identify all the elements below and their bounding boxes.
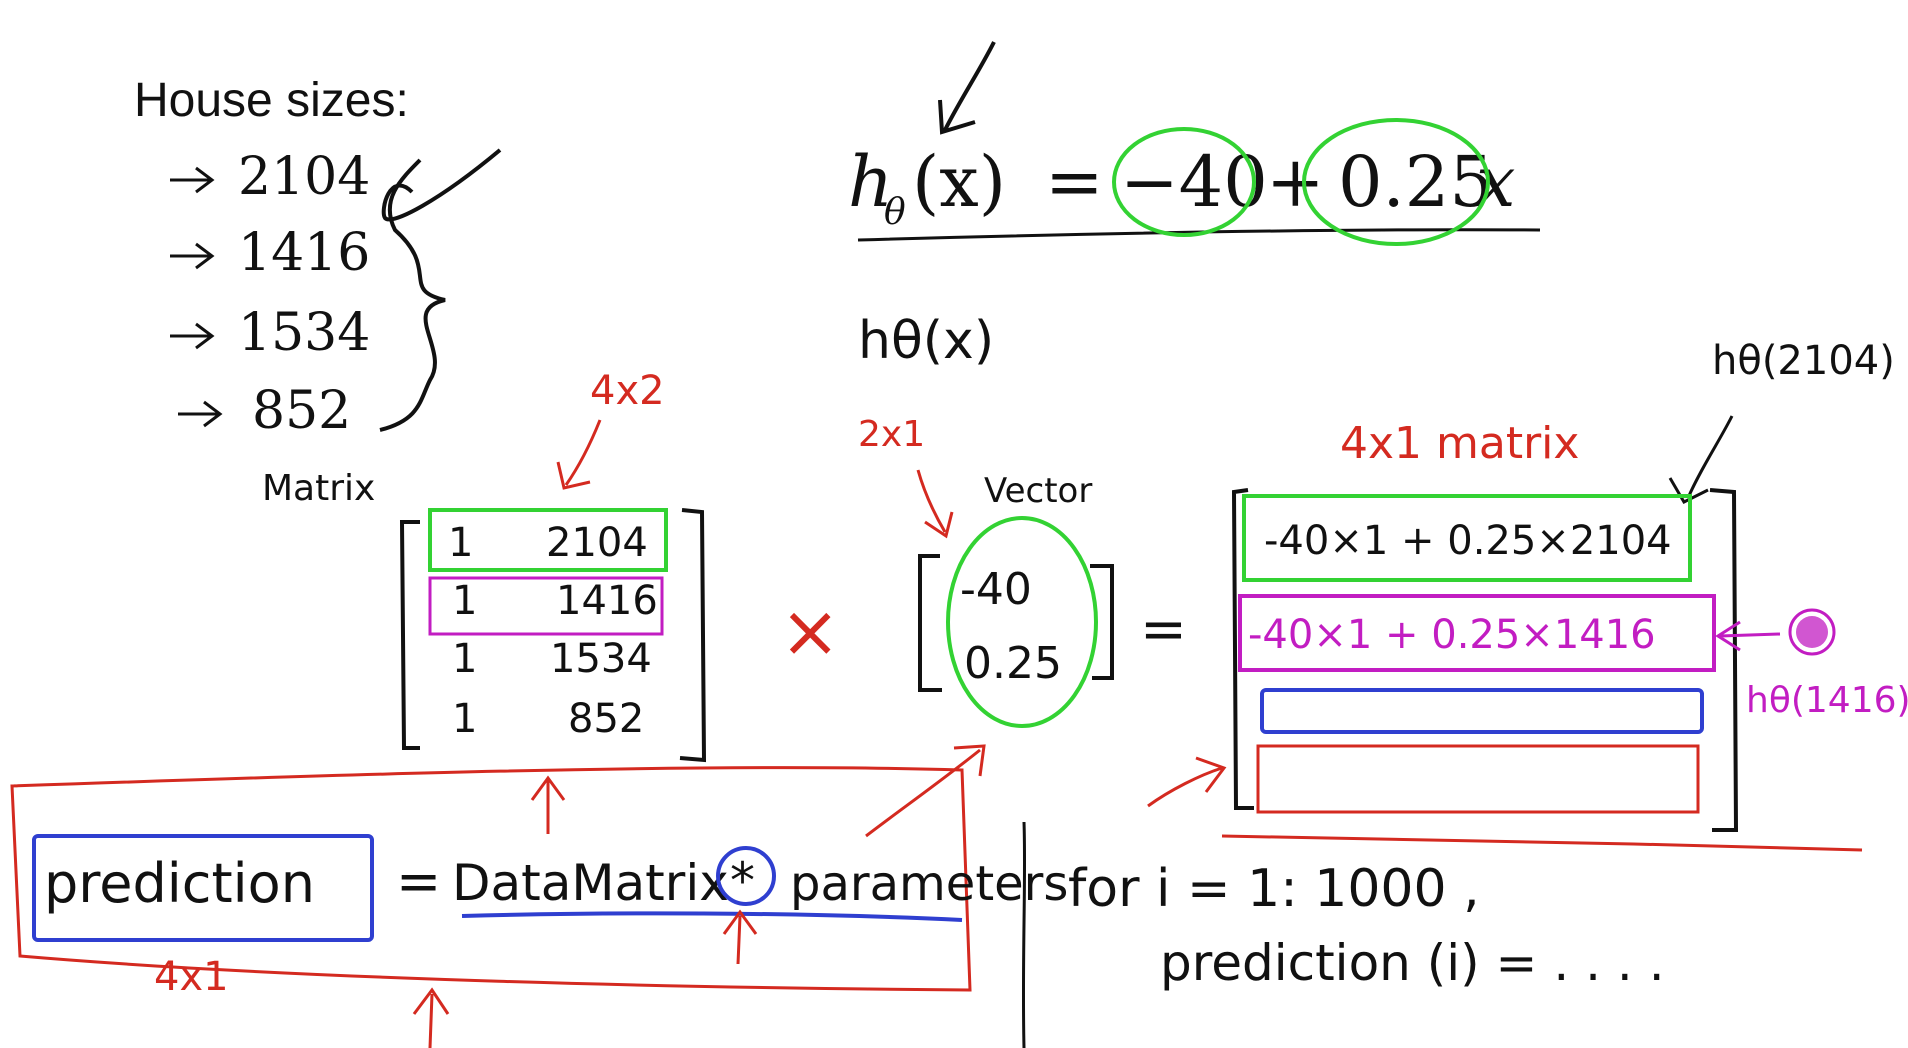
code-size-note: 4x1: [154, 954, 229, 1000]
data-matrix-cell: 1: [448, 520, 473, 566]
result-annotation-side: hθ(1416): [1746, 680, 1908, 721]
data-matrix-cell: 852: [568, 696, 644, 742]
prediction-box: [32, 834, 374, 942]
result-row1-highlight: [1242, 494, 1692, 582]
handwritten-hypothesis: hθ(x): [858, 311, 994, 371]
code-star: *: [730, 852, 755, 910]
data-matrix-cell: 2104: [546, 520, 648, 566]
code-underline: [461, 911, 963, 922]
hypothesis-theta-subscript: θ: [884, 192, 906, 233]
param-vector-value: -40: [960, 564, 1032, 615]
result-matrix-label: 4x1 matrix: [1340, 418, 1579, 469]
result-row2-pointer-arrow: [1715, 620, 1781, 652]
theta1-circle: [1302, 118, 1490, 246]
hypothesis-x-paren: (x): [912, 141, 1006, 223]
scribble-mark: [381, 148, 502, 222]
data-matrix-cells: 1 2104 1 1416 1 1534 1 852: [448, 520, 658, 742]
house-size-arrows: [170, 166, 223, 428]
equals-operator: =: [1140, 597, 1187, 662]
result-matrix-underline: [1221, 834, 1863, 852]
multiply-star-circle: [716, 846, 776, 906]
hypothesis-equals: =: [1045, 141, 1104, 223]
result-annotation-top-arrow: [1668, 415, 1734, 504]
result-row2-highlight: [1238, 594, 1716, 672]
data-matrix-cell: 1: [452, 578, 477, 624]
loop-line2: prediction (i) = . . . .: [1160, 934, 1665, 992]
param-vector-label: Vector: [984, 471, 1092, 511]
result-row2-expression: -40×1 + 0.25×1416: [1248, 612, 1656, 658]
data-matrix-cell: 1: [452, 696, 477, 742]
code-equals: =: [396, 850, 441, 913]
code-outer-box: [10, 766, 972, 992]
data-matrix-right-bracket: [679, 508, 707, 763]
hypothesis-formula: h θ (x) = −40 + 0.25 x: [848, 141, 1515, 233]
param-vector-circle: [946, 516, 1098, 728]
result-row3-empty: [1260, 688, 1704, 734]
vertical-divider: [1021, 821, 1027, 1048]
house-size-4: 852: [252, 381, 351, 441]
data-matrix-size-arrow: [556, 419, 602, 490]
loop-line1: for i = 1: 1000 ,: [1068, 859, 1480, 919]
param-vector-value: 0.25: [964, 638, 1062, 689]
result-matrix-right-bracket: [1709, 488, 1739, 832]
data-matrix-cell: 1416: [556, 578, 658, 624]
param-vector-size: 2x1: [858, 414, 925, 455]
data-matrix-row1-highlight: [428, 508, 668, 572]
result-row2-dot-icon: [1796, 616, 1828, 648]
code-data-matrix: DataMatrix: [452, 854, 729, 912]
multiply-operator: ×: [780, 589, 840, 673]
result-matrix-arrow: [1147, 756, 1227, 808]
hypothesis-theta1-value: 0.25: [1338, 141, 1494, 223]
hypothesis-x: x: [1476, 141, 1515, 223]
result-row1-expression: -40×1 + 0.25×2104: [1264, 518, 1672, 564]
house-size-1: 2104: [238, 147, 370, 207]
param-vector-left-bracket: [918, 554, 942, 692]
result-row4-empty: [1256, 744, 1700, 814]
param-vector-size-arrow: [916, 469, 954, 539]
code-arrows: [412, 744, 986, 1048]
result-row2-dot-ring: [1788, 608, 1836, 656]
data-matrix-row2-highlight: [428, 576, 664, 636]
data-matrix-cell: 1534: [550, 636, 652, 682]
house-size-2: 1416: [238, 223, 370, 283]
house-size-3: 1534: [238, 303, 370, 363]
result-matrix-left-bracket: [1231, 488, 1254, 810]
result-annotation-top: hθ(2104): [1712, 338, 1895, 384]
data-matrix-left-bracket: [399, 520, 420, 750]
theta0-circle: [1112, 127, 1256, 237]
code-prediction: prediction: [44, 852, 315, 915]
param-vector-right-bracket: [1090, 564, 1114, 680]
data-matrix-label: Matrix: [262, 468, 375, 509]
hypothesis-h: h: [848, 141, 893, 223]
data-matrix-cell: 1: [452, 636, 477, 682]
pointer-arrow-icon: [938, 41, 996, 135]
house-sizes-brace: [379, 158, 446, 432]
code-parameters: parameters: [790, 856, 1068, 912]
house-sizes-title: House sizes:: [134, 74, 409, 127]
data-matrix-size: 4x2: [590, 368, 665, 414]
